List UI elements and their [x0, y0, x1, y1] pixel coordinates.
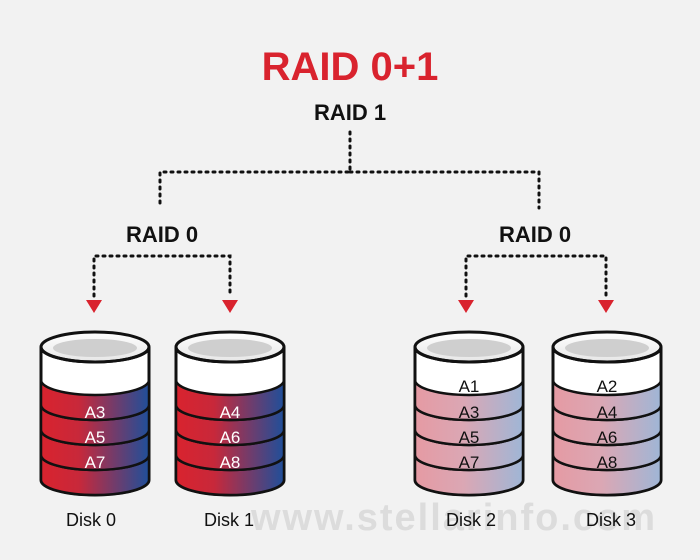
disk-2-rim — [413, 346, 525, 364]
arrow-to-disk-0 — [86, 300, 102, 313]
disk-0-rim — [39, 346, 151, 364]
raid0-connector-left — [92, 254, 232, 298]
disk-0-block-2: A3 — [85, 403, 106, 422]
disk-0-band-1 — [39, 379, 151, 422]
disk-1-rim — [174, 346, 286, 364]
disk-2-block-2: A3 — [459, 403, 480, 422]
disk-2-block-3: A5 — [459, 428, 480, 447]
disk-3-top-inner — [565, 339, 649, 357]
disk-0-label: Disk 0 — [66, 510, 116, 530]
disk-2-drawing — [413, 330, 525, 497]
disk-0: A1 A3 A5 A7 Disk 0 — [39, 330, 151, 530]
disk-1-block-2: A4 — [220, 403, 241, 422]
disk-2-band-1 — [413, 379, 525, 422]
disk-2-block-1: A1 — [459, 377, 480, 396]
diagram-title: RAID 0+1 — [262, 45, 439, 89]
disk-1-drawing — [174, 330, 286, 497]
disk-1-top-inner — [188, 339, 272, 357]
disk-0-top-inner — [53, 339, 137, 357]
arrow-to-disk-2 — [458, 300, 474, 313]
disk-3-drawing — [551, 330, 663, 497]
disk-3-label: Disk 3 — [586, 510, 636, 530]
disk-1-block-1: A2 — [220, 377, 241, 396]
raid0-connector-right — [464, 254, 608, 298]
disk-2: A1 A3 A5 A7 Disk 2 — [413, 330, 525, 530]
watermark: www.stellarinfo.com — [250, 497, 657, 539]
arrow-to-disk-3 — [598, 300, 614, 313]
disk-0-drawing — [39, 330, 151, 497]
arrow-to-disk-1 — [222, 300, 238, 313]
disk-3-block-2: A4 — [597, 403, 618, 422]
top-level-label: RAID 1 — [314, 100, 386, 125]
disk-3-band-1 — [551, 379, 663, 422]
raid0-label-left: RAID 0 — [126, 222, 198, 247]
raid1-connector — [158, 130, 541, 210]
disk-0-block-4: A7 — [85, 453, 106, 472]
disk-3-block-4: A8 — [597, 453, 618, 472]
raid0-label-right: RAID 0 — [499, 222, 571, 247]
disk-1-label: Disk 1 — [204, 510, 254, 530]
disk-1-band-1 — [174, 379, 286, 422]
disk-3-block-1: A2 — [597, 377, 618, 396]
disk-2-top-inner — [427, 339, 511, 357]
disk-1: A2 A4 A6 A8 Disk 1 — [174, 330, 286, 530]
disk-0-block-3: A5 — [85, 428, 106, 447]
disk-1-block-4: A8 — [220, 453, 241, 472]
disk-3-block-3: A6 — [597, 428, 618, 447]
disk-2-block-4: A7 — [459, 453, 480, 472]
disk-0-block-1: A1 — [85, 377, 106, 396]
disk-2-label: Disk 2 — [446, 510, 496, 530]
disk-1-block-3: A6 — [220, 428, 241, 447]
disk-3: A2 A4 A6 A8 Disk 3 — [551, 330, 663, 530]
disk-3-rim — [551, 346, 663, 364]
